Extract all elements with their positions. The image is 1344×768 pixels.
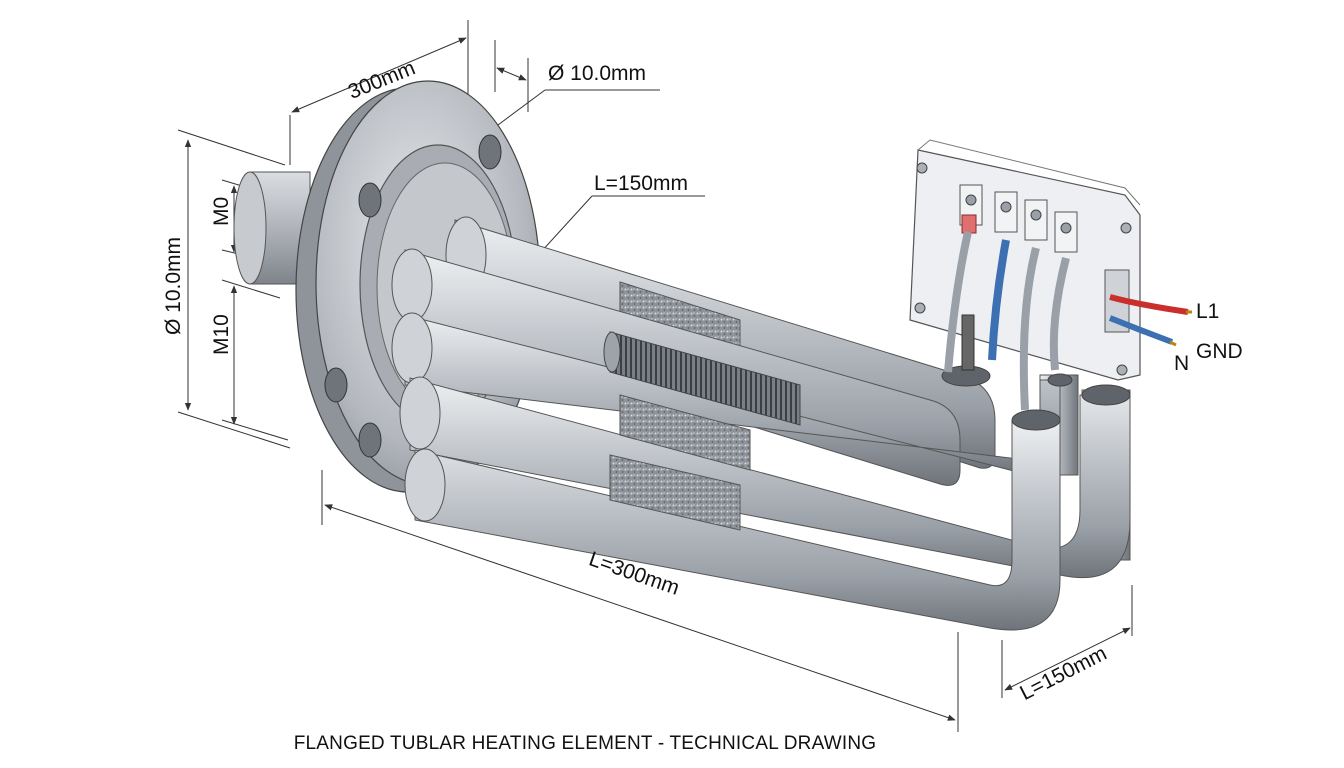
hole-diameter-label: Ø 10.0mm [548, 62, 646, 85]
junction-box [909, 139, 1141, 411]
bend-length-label: L=150mm [1016, 642, 1110, 705]
heating-tubes [391, 216, 1131, 631]
thread-bottom-label: M10 [210, 314, 233, 355]
tube-5 [404, 419, 1061, 631]
drawing-title: FLANGED TUBLAR HEATING ELEMENT - TECHNIC… [293, 733, 877, 754]
external-wires [1108, 294, 1192, 347]
wire-line-label: L1 [1196, 300, 1219, 323]
flange-diameter-label: Ø 10.0mm [162, 237, 185, 335]
tube-3 [391, 312, 1061, 475]
terminal-block [959, 184, 1078, 253]
element-length-short-label: L=150mm [594, 172, 688, 195]
bolt-holes [324, 134, 502, 458]
tube-4 [399, 376, 1131, 579]
thread-top-label: M0 [210, 197, 233, 226]
wire-neutral-label: N [1174, 352, 1189, 375]
wire-ground-label: GND [1196, 340, 1243, 363]
